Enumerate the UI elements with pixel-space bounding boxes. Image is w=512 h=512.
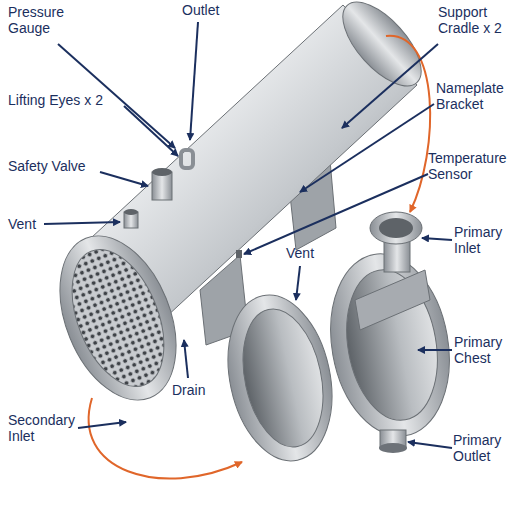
part-label: Secondary Inlet xyxy=(8,412,78,444)
part-label: Support Cradle x 2 xyxy=(438,4,508,36)
part-label: Drain xyxy=(172,382,222,398)
part-label: Primary Outlet xyxy=(453,432,508,464)
part-label: Pressure Gauge xyxy=(8,4,78,36)
part-label: Outlet xyxy=(182,2,242,18)
part-label: Safety Valve xyxy=(8,158,104,174)
part-label: Temperature Sensor xyxy=(428,150,508,182)
part-label: Vent xyxy=(286,245,326,261)
part-label: Vent xyxy=(8,216,48,232)
part-label: Lifting Eyes x 2 xyxy=(8,92,128,108)
part-label: Primary Inlet xyxy=(454,224,508,256)
part-label: Nameplate Bracket xyxy=(436,80,508,112)
part-label: Primary Chest xyxy=(454,334,508,366)
